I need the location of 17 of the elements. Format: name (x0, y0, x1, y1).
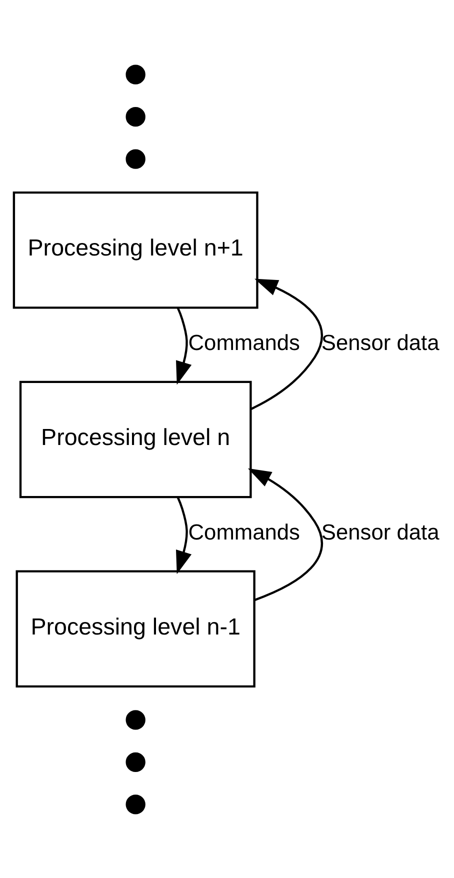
arrow (248, 468, 323, 601)
node-circle (126, 752, 146, 772)
node-box: Processing level n (19, 380, 252, 498)
arrow (176, 496, 192, 574)
arrow (250, 278, 324, 410)
edge-label: Commands (188, 329, 300, 354)
edge-label: Sensor data (321, 329, 440, 354)
arrow (176, 307, 192, 384)
node-circle (126, 710, 146, 730)
node-circle (126, 64, 146, 84)
node-box: Processing level n+1 (12, 190, 258, 308)
edge-label: Sensor data (321, 518, 440, 544)
edge-label: Commands (188, 518, 300, 544)
node-circle (126, 148, 146, 168)
node-circle (126, 794, 146, 814)
node-box: Processing level n-1 (16, 570, 256, 688)
node-circle (126, 106, 146, 126)
